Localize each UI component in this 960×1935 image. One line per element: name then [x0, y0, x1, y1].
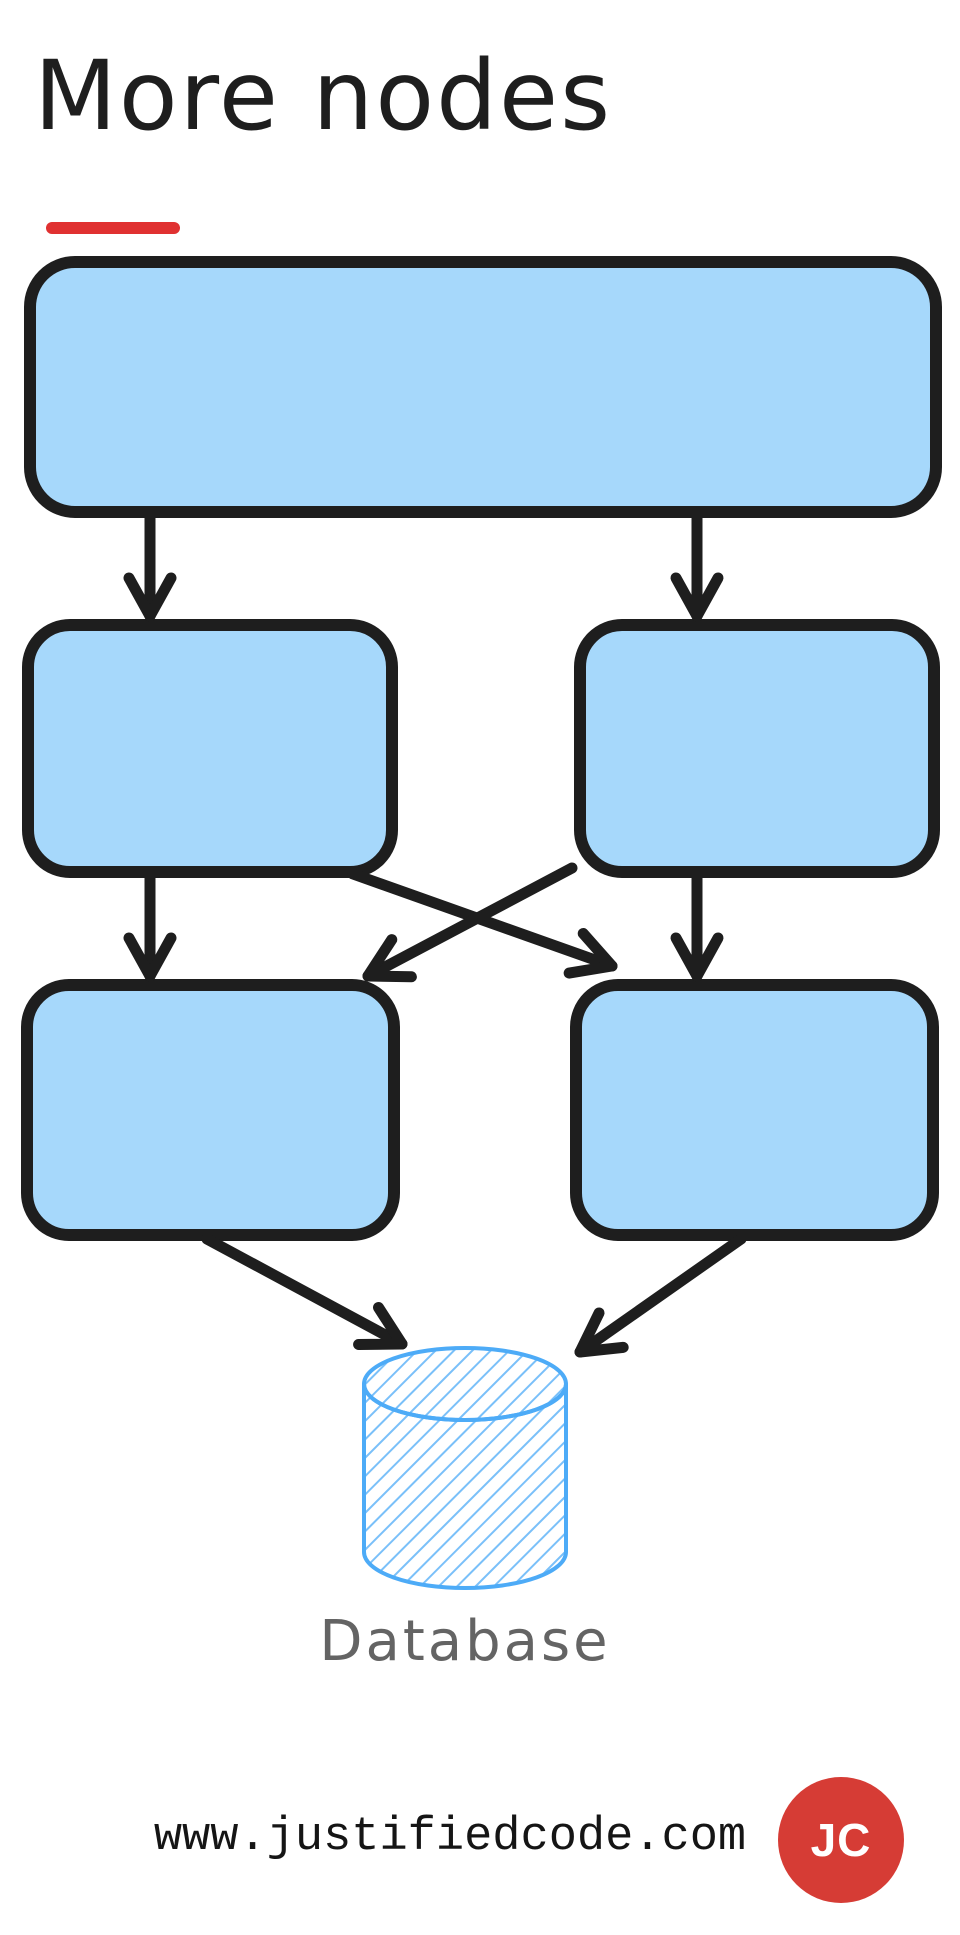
- website-text: www.justifiedcode.com: [153, 1811, 747, 1864]
- page-title: More nodes: [34, 40, 613, 152]
- node-mid-left: [22, 619, 398, 878]
- node-bottom-right: [570, 979, 939, 1241]
- jc-logo-badge: JC: [778, 1777, 904, 1903]
- database-icon: [362, 1346, 568, 1590]
- arrow-mid-right-to-bottom-left: [362, 862, 578, 983]
- arrow-bottom-right-to-database: [574, 1233, 747, 1358]
- node-top: [24, 256, 942, 518]
- database-label: Database: [319, 1609, 611, 1674]
- node-bottom-left: [21, 979, 400, 1241]
- arrow-bottom-left-to-database: [201, 1233, 408, 1350]
- node-mid-right: [574, 619, 940, 878]
- jc-logo-text: JC: [810, 1814, 872, 1866]
- database-top: [362, 1346, 568, 1422]
- title-underline-decoration: [46, 222, 180, 234]
